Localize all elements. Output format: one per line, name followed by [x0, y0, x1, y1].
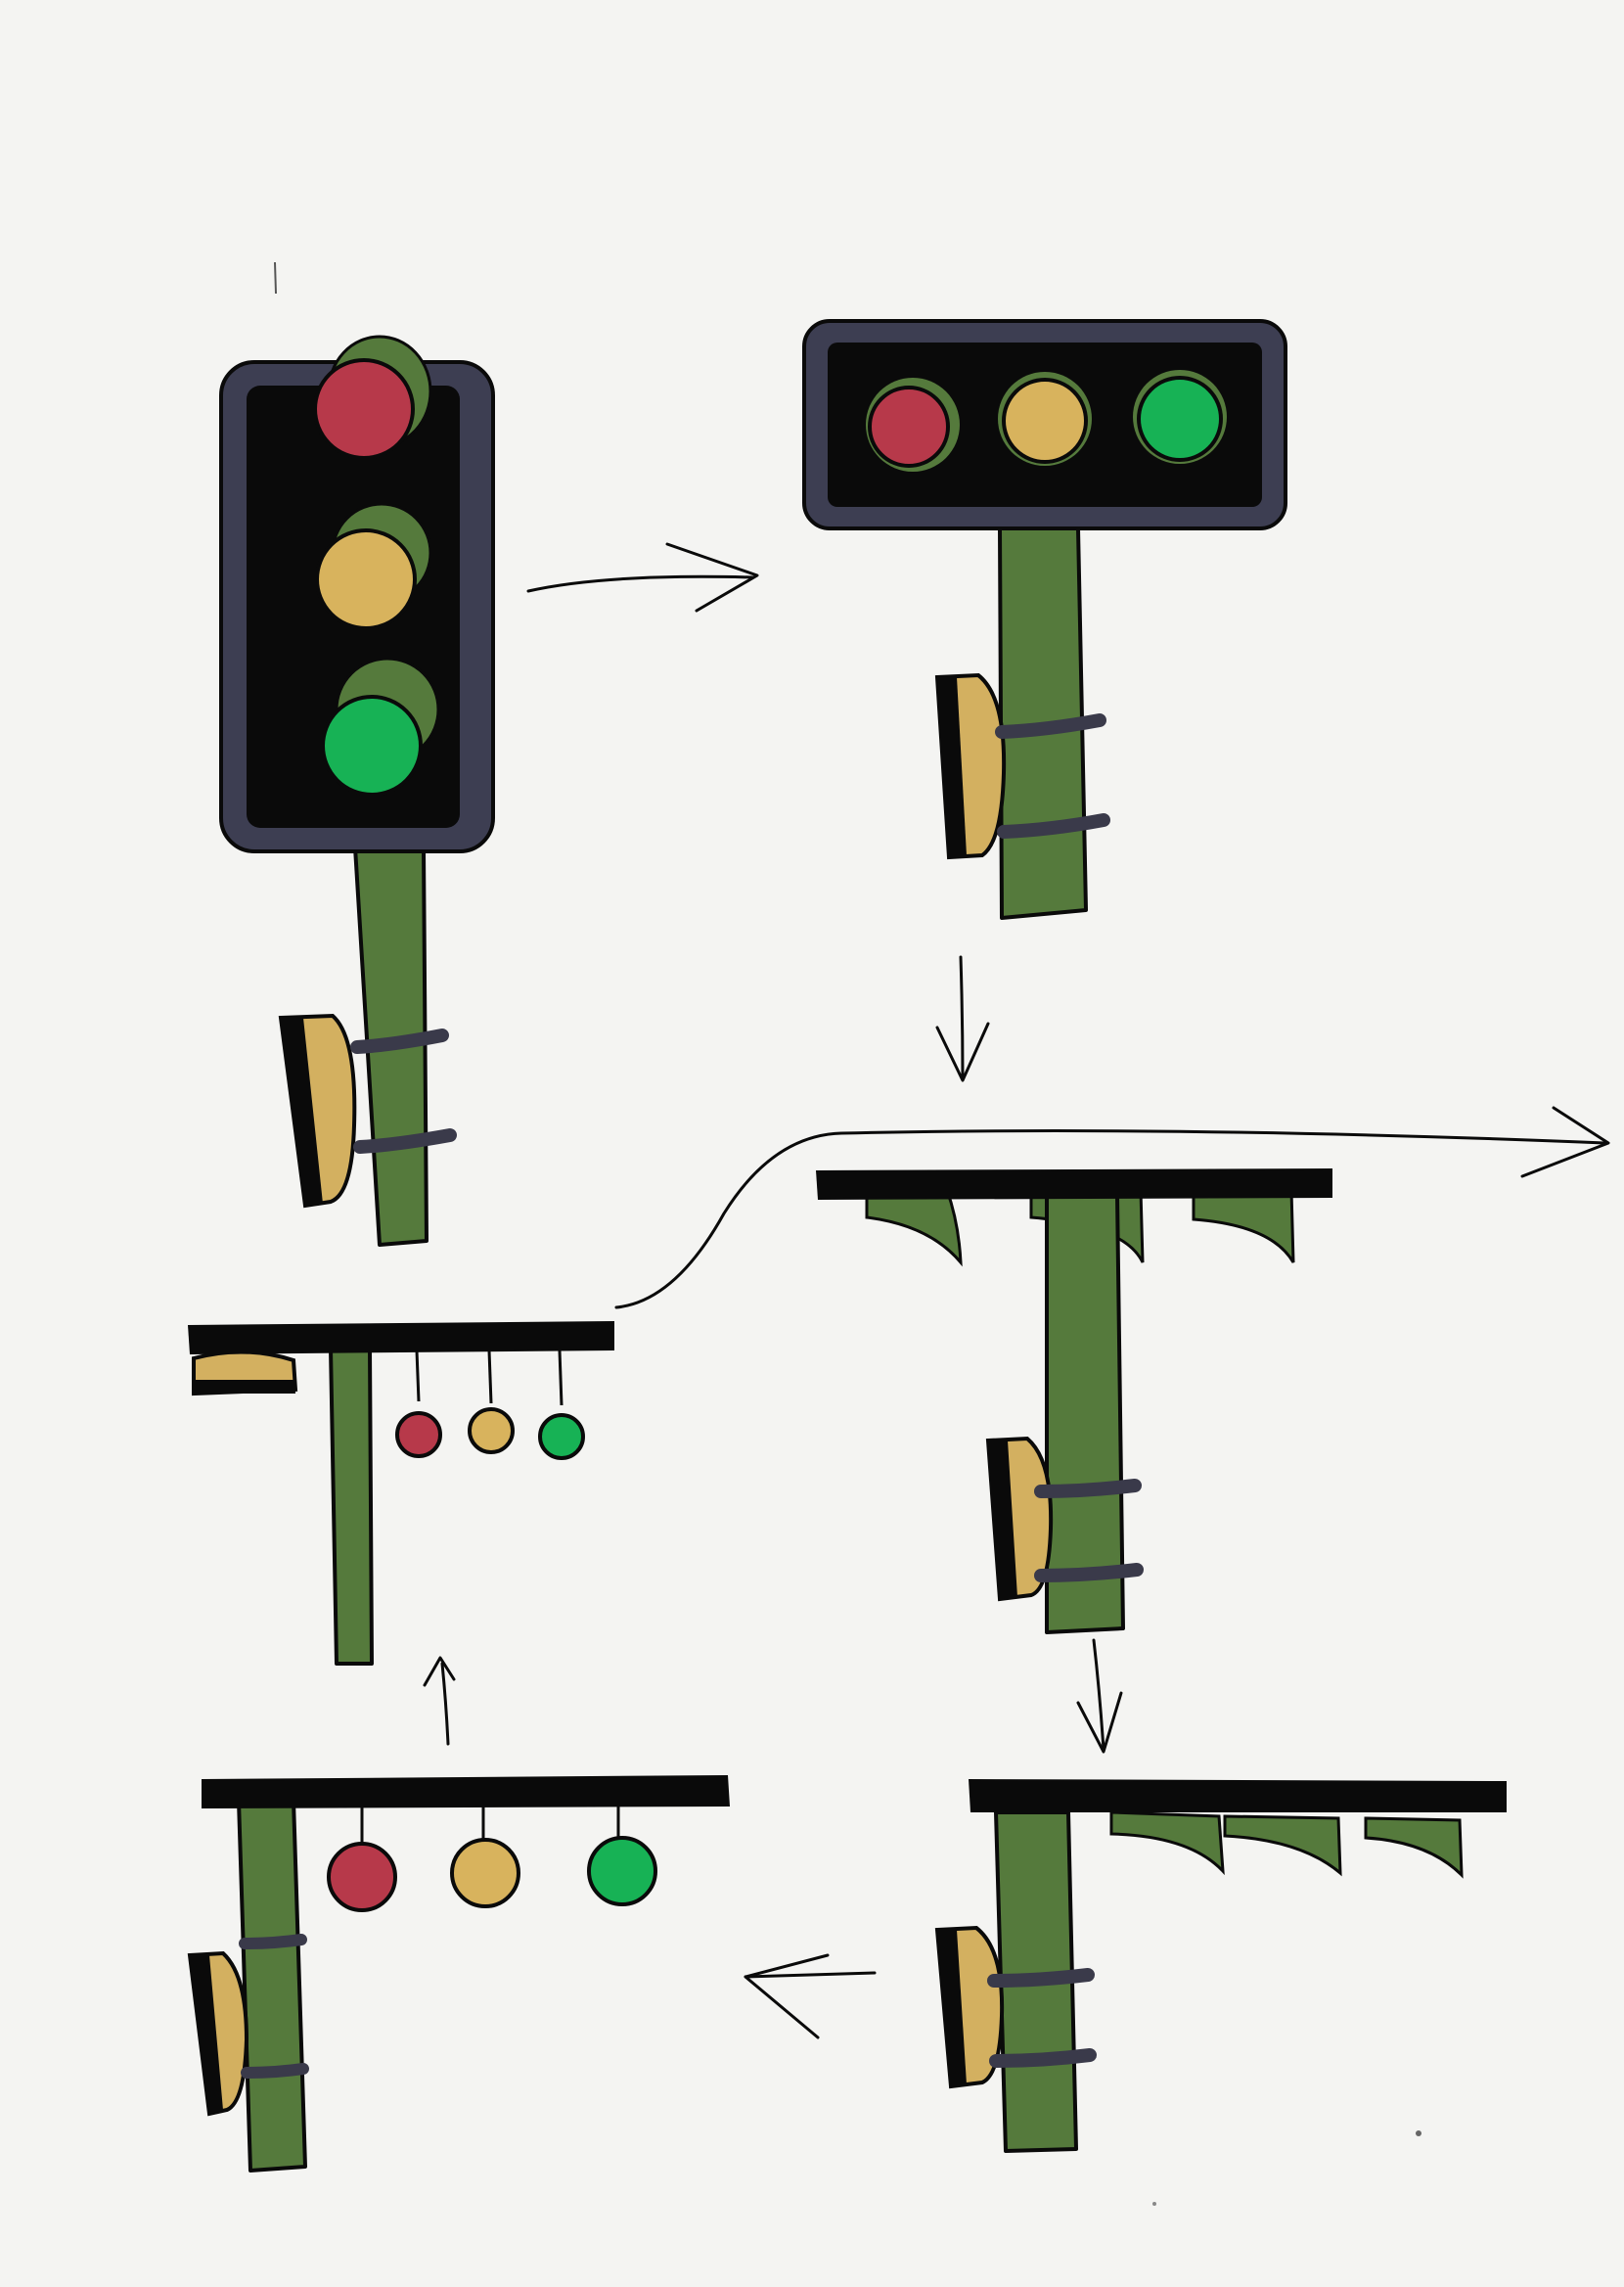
mount-band — [239, 1934, 307, 1949]
cross-bar — [816, 1168, 1332, 1200]
mount-band — [989, 2048, 1097, 2068]
push-button-box — [934, 672, 1007, 860]
stage-3-bar-with-hangers — [816, 1168, 1332, 1634]
red-lamp — [327, 1842, 397, 1912]
lamp-cable — [558, 1349, 564, 1406]
green-lamp — [321, 695, 423, 797]
hanger — [1223, 1814, 1342, 1877]
hanger — [865, 1188, 963, 1267]
paper-speck — [1152, 2202, 1156, 2206]
mount-band — [350, 1029, 449, 1054]
hanger — [1109, 1810, 1225, 1876]
yellow-lamp — [450, 1838, 520, 1908]
paper-speck — [1416, 2130, 1421, 2136]
yellow-lamp — [468, 1407, 515, 1454]
pencil-tick-mark — [274, 261, 277, 295]
arrow-stage2-to-stage3 — [935, 955, 990, 1082]
cross-bar — [202, 1775, 730, 1808]
mount-band — [241, 2063, 309, 2079]
arrow-stage1-to-stage2 — [526, 542, 759, 613]
mount-band — [987, 1968, 1095, 1988]
mount-band — [995, 713, 1106, 739]
arrow-stage6-to-stage3 — [614, 1106, 1610, 1309]
pole — [329, 1347, 374, 1666]
push-button-box — [985, 1436, 1054, 1602]
hanger — [1192, 1188, 1295, 1263]
stage-4-long-bar — [934, 1779, 1507, 2153]
yellow-lamp — [315, 528, 417, 630]
mount-band — [997, 813, 1110, 839]
mount-band — [1034, 1563, 1144, 1582]
yellow-lamp — [1002, 378, 1088, 464]
mount-band — [353, 1128, 457, 1154]
arrow-stage4-to-stage5 — [744, 1953, 877, 2039]
red-lamp — [395, 1411, 442, 1458]
red-lamp — [868, 386, 950, 468]
push-button-box — [187, 1950, 249, 2117]
pole — [237, 1799, 307, 2173]
stage-5-bar-hanging-lamps — [187, 1775, 730, 2173]
lamp-cable — [415, 1349, 421, 1402]
green-lamp — [1137, 376, 1223, 462]
flow-arrows — [423, 542, 1610, 2039]
mount-band — [1034, 1479, 1142, 1498]
lamp-cable — [487, 1349, 493, 1404]
green-lamp — [587, 1836, 657, 1906]
arrow-stage5-to-stage6 — [423, 1656, 456, 1746]
hanger — [1364, 1816, 1464, 1879]
stage-1-vertical-signal — [219, 335, 495, 1247]
green-lamp — [538, 1413, 585, 1460]
red-lamp — [313, 358, 415, 460]
cross-bar — [969, 1779, 1507, 1812]
push-button-box — [278, 1013, 357, 1209]
stage-6-minimal-bar — [188, 1321, 614, 1666]
push-button-box — [934, 1925, 1005, 2089]
stage-2-horizontal-signal — [802, 319, 1287, 920]
push-button-box — [192, 1349, 298, 1396]
cross-bar — [188, 1321, 614, 1354]
arrow-stage3-to-stage4 — [1076, 1638, 1123, 1754]
